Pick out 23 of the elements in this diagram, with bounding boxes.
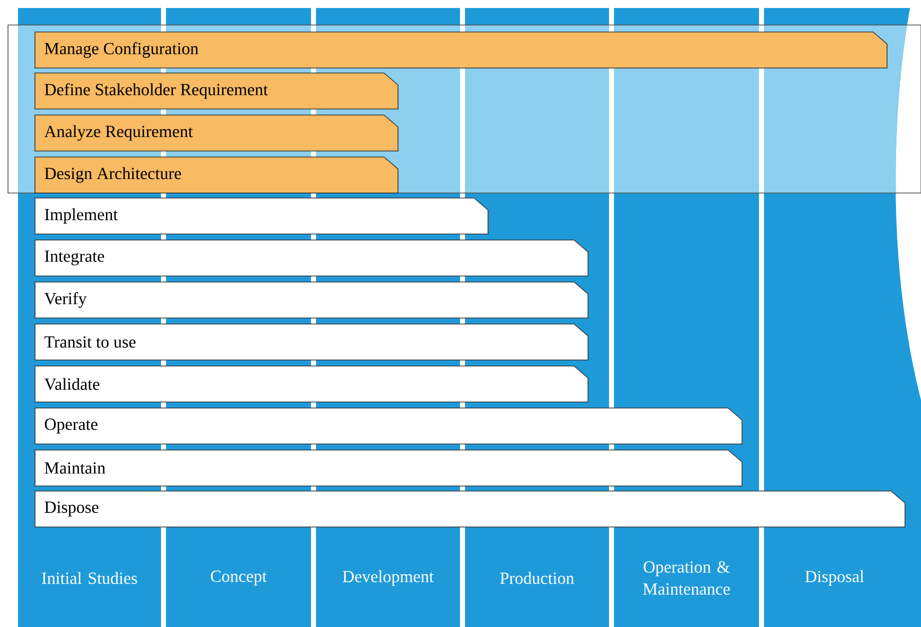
node-label: Development [342, 570, 434, 586]
phase-bar: Maintain [34, 450, 742, 486]
phase-bar: Verify [34, 282, 588, 318]
phase-bar: Define Stakeholder Requirement [34, 72, 398, 110]
phase-bar: Validate [34, 366, 588, 402]
node-label: Production [500, 572, 574, 584]
phase-bar: Implement [34, 198, 488, 234]
phase-label-cell: Production [465, 529, 609, 627]
phase-label-cell: Initial Studies [18, 529, 161, 627]
phase-bar: Manage Configuration [34, 32, 888, 68]
phase-bar: Dispose [34, 490, 906, 528]
phase-bar: Operate [34, 408, 742, 444]
phase-label-cell: Development [316, 529, 460, 627]
node-label: Operation & Maintenance [643, 561, 730, 595]
phase-bar: Design Architecture [34, 156, 398, 194]
phase-label-cell: Concept [166, 529, 311, 627]
phase-label-cell: Operation & Maintenance [614, 529, 759, 627]
node-label: Initial Studies [42, 572, 138, 584]
phase-bar: Transit to use [34, 324, 588, 360]
phase-bar: Integrate [34, 240, 588, 276]
phase-bar: Analyze Requirement [34, 114, 398, 152]
node-label: Concept [210, 570, 267, 586]
node-label: Disposal [805, 570, 864, 586]
